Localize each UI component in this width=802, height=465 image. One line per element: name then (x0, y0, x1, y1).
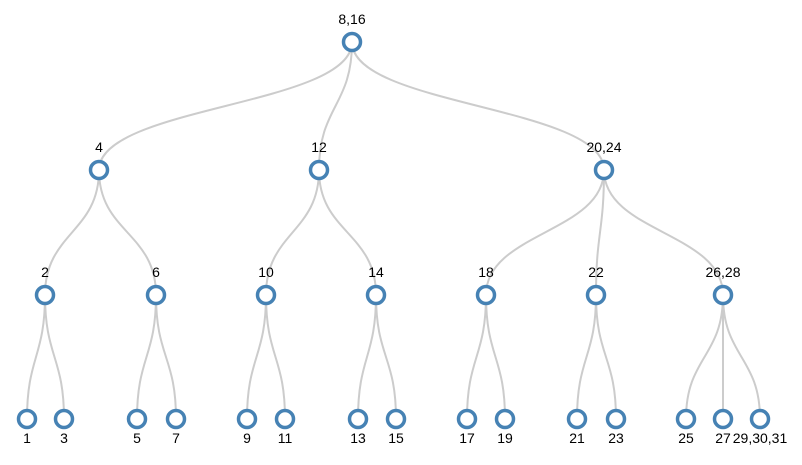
tree-link (357, 294, 377, 420)
node-label-22: 22 (588, 264, 604, 280)
node-label-12: 12 (311, 139, 327, 155)
tree-node-13 (347, 408, 369, 430)
tree-node-21 (566, 408, 588, 430)
tree-link (485, 169, 605, 296)
node-label-4: 4 (95, 139, 103, 155)
tree-link (265, 294, 286, 420)
tree-link (318, 169, 377, 296)
node-label-1: 1 (23, 430, 31, 446)
tree-node-22 (585, 284, 607, 306)
tree-node-6 (145, 284, 167, 306)
tree-node-26-28 (712, 284, 734, 306)
tree-node-9 (236, 408, 258, 430)
tree-node-25 (675, 408, 697, 430)
tree-link (595, 169, 605, 296)
node-label-9: 9 (243, 430, 251, 446)
tree-node-12 (308, 159, 330, 181)
tree-link (155, 294, 177, 420)
node-label-29-30-31: 29,30,31 (733, 430, 788, 446)
tree-node-18 (475, 284, 497, 306)
node-label-18: 18 (478, 264, 494, 280)
tree-link (26, 294, 46, 420)
node-label-21: 21 (569, 430, 585, 446)
tree-node-14 (365, 284, 387, 306)
tree-node-11 (274, 408, 296, 430)
tree-node-23 (605, 408, 627, 430)
tree-link (603, 169, 724, 296)
tree-node-20-24 (593, 159, 615, 181)
node-label-10: 10 (258, 264, 274, 280)
tree-node-27 (712, 408, 734, 430)
node-label-27: 27 (715, 430, 731, 446)
node-label-8-16: 8,16 (338, 11, 365, 27)
node-label-19: 19 (497, 430, 513, 446)
node-label-20-24: 20,24 (586, 139, 621, 155)
tree-node-7 (165, 408, 187, 430)
tree-link (136, 294, 157, 420)
tree-node-4 (88, 159, 110, 181)
tree-node-19 (494, 408, 516, 430)
tree-node-3 (53, 408, 75, 430)
tree-link (485, 294, 506, 420)
node-label-25: 25 (678, 430, 694, 446)
tree-link (318, 41, 353, 171)
node-label-2: 2 (41, 264, 49, 280)
node-label-14: 14 (368, 264, 384, 280)
tree-link (375, 294, 397, 420)
node-label-11: 11 (278, 430, 293, 446)
tree-link (722, 294, 761, 420)
tree-node-1 (16, 408, 38, 430)
node-label-26-28: 26,28 (705, 264, 740, 280)
tree-link (685, 294, 724, 420)
tree-node-5 (126, 408, 148, 430)
tree-link (466, 294, 487, 420)
tree-link (265, 169, 320, 296)
tree-link (98, 41, 353, 171)
tree-link (351, 41, 605, 171)
node-label-15: 15 (388, 430, 404, 446)
node-label-23: 23 (608, 430, 624, 446)
tree-link (44, 169, 100, 296)
tree-node-29-30-31 (749, 408, 771, 430)
tree-node-8-16 (341, 31, 363, 53)
tree-node-15 (385, 408, 407, 430)
node-label-17: 17 (459, 430, 475, 446)
node-label-7: 7 (172, 430, 180, 446)
tree-link (246, 294, 267, 420)
tree-node-17 (456, 408, 478, 430)
node-label-13: 13 (350, 430, 366, 446)
tree-link (44, 294, 65, 420)
tree-link (595, 294, 617, 420)
tree-link (576, 294, 597, 420)
tree-node-10 (255, 284, 277, 306)
node-label-5: 5 (133, 430, 141, 446)
node-label-6: 6 (152, 264, 160, 280)
tree-node-2 (34, 284, 56, 306)
tree-link (98, 169, 157, 296)
node-label-3: 3 (60, 430, 68, 446)
